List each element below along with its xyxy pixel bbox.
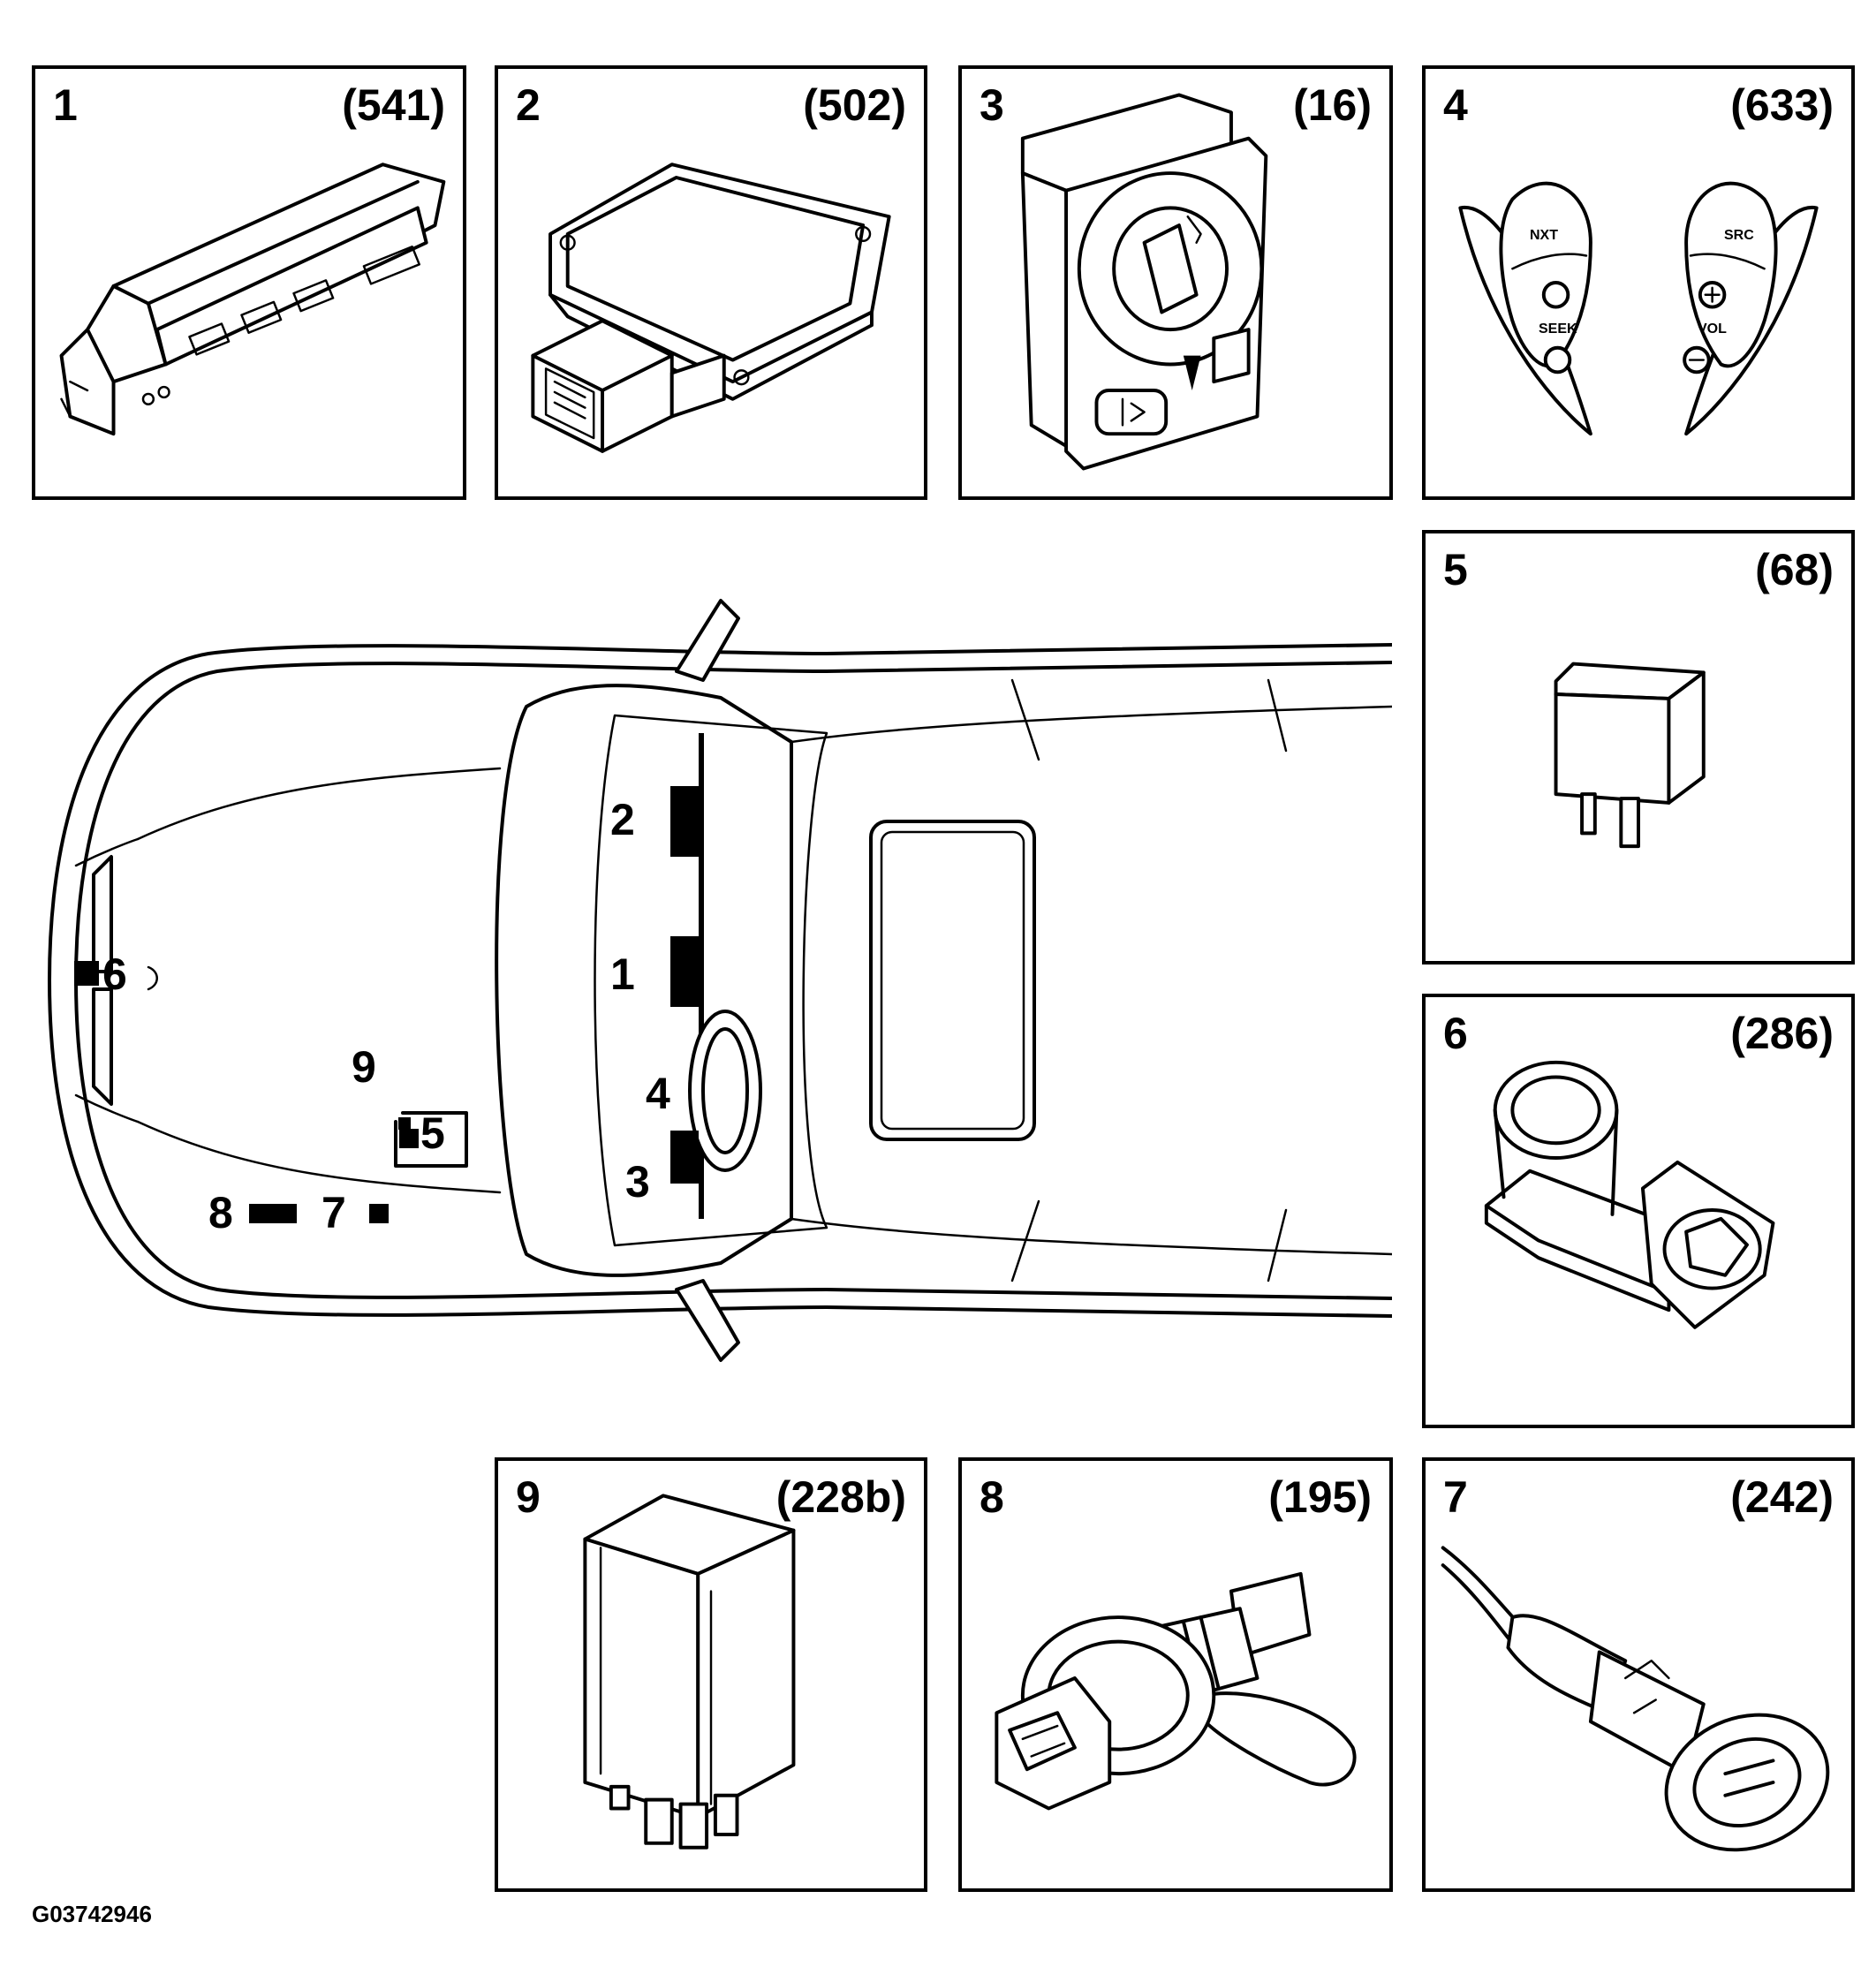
steering-buttons-illustration	[1458, 181, 1819, 436]
seek-label: SEEK	[1539, 322, 1577, 337]
panel-7: 7 (242)	[1422, 1457, 1855, 1892]
seek-forward-icon[interactable]	[1541, 281, 1570, 309]
relay-illustration	[1554, 662, 1706, 849]
pressure-switch-illustration	[995, 1571, 1357, 1811]
marker-label-7: 7	[321, 1188, 346, 1237]
panel-9: 9 (228b)	[495, 1457, 927, 1892]
marker-label-2: 2	[610, 795, 635, 844]
panel-6-number: 6	[1443, 1009, 1468, 1058]
panel-1: 1 (541)	[32, 65, 466, 500]
nxt-label: NXT	[1530, 228, 1558, 243]
marker-block-6	[74, 961, 99, 986]
panel-8: 8 (195)	[958, 1457, 1393, 1892]
panel-4-number: 4	[1443, 80, 1468, 130]
control-module-illustration	[531, 163, 891, 453]
marker-label-5: 5	[420, 1108, 445, 1158]
marker-block-1	[670, 936, 699, 1007]
panel-8-number: 8	[980, 1472, 1004, 1522]
marker-label-8: 8	[208, 1188, 233, 1237]
panel-8-code: (195)	[1268, 1472, 1372, 1522]
sensor-illustration	[1484, 1060, 1775, 1329]
marker-label-4: 4	[646, 1069, 670, 1118]
panel-5: 5 (68)	[1422, 530, 1855, 965]
panel-5-number: 5	[1443, 545, 1468, 594]
panel-3-code: (16)	[1293, 80, 1372, 130]
marker-block-3	[670, 1131, 699, 1184]
marker-block-8	[249, 1204, 297, 1223]
light-switch-illustration	[1020, 93, 1268, 471]
marker-block-2	[670, 786, 699, 857]
panel-6: 6 (286)	[1422, 994, 1855, 1428]
panel-4: NXT SEEK SRC VOL 4 (633)	[1422, 65, 1855, 500]
vol-label: VOL	[1698, 322, 1727, 337]
seek-back-icon[interactable]	[1543, 345, 1572, 374]
panel-9-code: (228b)	[775, 1472, 906, 1522]
panel-4-code: (633)	[1730, 80, 1834, 130]
panel-2-code: (502)	[803, 80, 906, 130]
panel-5-code: (68)	[1755, 545, 1834, 594]
panel-9-number: 9	[516, 1472, 541, 1522]
panel-1-code: (541)	[342, 80, 445, 130]
marker-block-7	[369, 1204, 389, 1223]
panel-3-number: 3	[980, 80, 1004, 130]
marker-block-5	[399, 1129, 419, 1148]
marker-frame-9	[394, 1111, 468, 1168]
marker-label-1: 1	[610, 949, 635, 999]
figure-reference: G03742946	[32, 1901, 152, 1927]
control-panel-illustration	[59, 163, 446, 436]
marker-label-9: 9	[352, 1042, 376, 1092]
panel-6-code: (286)	[1730, 1009, 1834, 1058]
vehicle-top-view: 2 1 4 3 6 9 5 8 7	[48, 599, 1392, 1362]
marker-label-6: 6	[102, 949, 127, 999]
relay-large-illustration	[583, 1494, 796, 1850]
panel-2: 2 (502)	[495, 65, 927, 500]
panel-1-number: 1	[53, 80, 78, 130]
marker-label-3: 3	[625, 1157, 650, 1207]
src-label: SRC	[1724, 228, 1754, 243]
panel-7-number: 7	[1443, 1472, 1468, 1522]
car-body-outline	[48, 643, 1392, 1318]
panel-3: 3 (16)	[958, 65, 1393, 500]
sensor-connector-illustration	[1441, 1546, 1830, 1852]
steering-wheel-icon	[688, 1010, 762, 1172]
panel-2-number: 2	[516, 80, 541, 130]
panel-7-code: (242)	[1730, 1472, 1834, 1522]
